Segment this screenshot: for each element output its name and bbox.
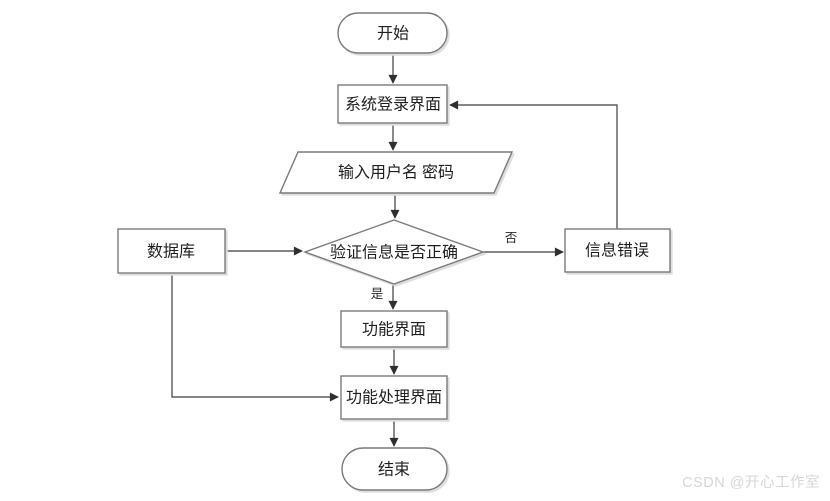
decision-label: 验证信息是否正确 [330, 244, 458, 262]
node-database: 数据库 [117, 228, 226, 274]
node-start: 开始 [337, 12, 448, 54]
function-rect-shape [340, 310, 448, 348]
start-label: 开始 [377, 25, 409, 43]
node-decision: 验证信息是否正确 [302, 219, 486, 285]
login-label: 系统登录界面 [345, 96, 441, 114]
error-label: 信息错误 [585, 242, 649, 260]
node-process: 功能处理界面 [340, 375, 448, 420]
database-rect-shape [117, 228, 226, 274]
process-rect-shape [340, 375, 448, 420]
error-rect-shape [564, 228, 671, 273]
edge-error-to-login [449, 100, 618, 229]
database-label: 数据库 [147, 243, 195, 261]
connectors [171, 53, 618, 447]
decision-diamond-shape [302, 219, 486, 285]
edge-label-no: 否 [505, 231, 518, 245]
login-rect-shape [337, 84, 448, 124]
process-label: 功能处理界面 [346, 389, 442, 407]
node-end: 结束 [341, 447, 448, 491]
input-label: 输入用户名 密码 [338, 164, 454, 182]
csdn-watermark: CSDN @开心工作室 [682, 475, 820, 491]
function-label: 功能界面 [362, 321, 426, 339]
input-parallelogram-shape [278, 151, 514, 194]
start-terminator-shape [337, 12, 448, 54]
node-input: 输入用户名 密码 [278, 151, 514, 194]
node-login: 系统登录界面 [337, 84, 448, 124]
node-error: 信息错误 [564, 228, 671, 273]
edge-label-yes: 是 [371, 287, 384, 301]
node-function: 功能界面 [340, 310, 448, 348]
end-label: 结束 [378, 461, 410, 479]
edge-database-to-process [171, 273, 339, 402]
end-terminator-shape [341, 447, 448, 491]
